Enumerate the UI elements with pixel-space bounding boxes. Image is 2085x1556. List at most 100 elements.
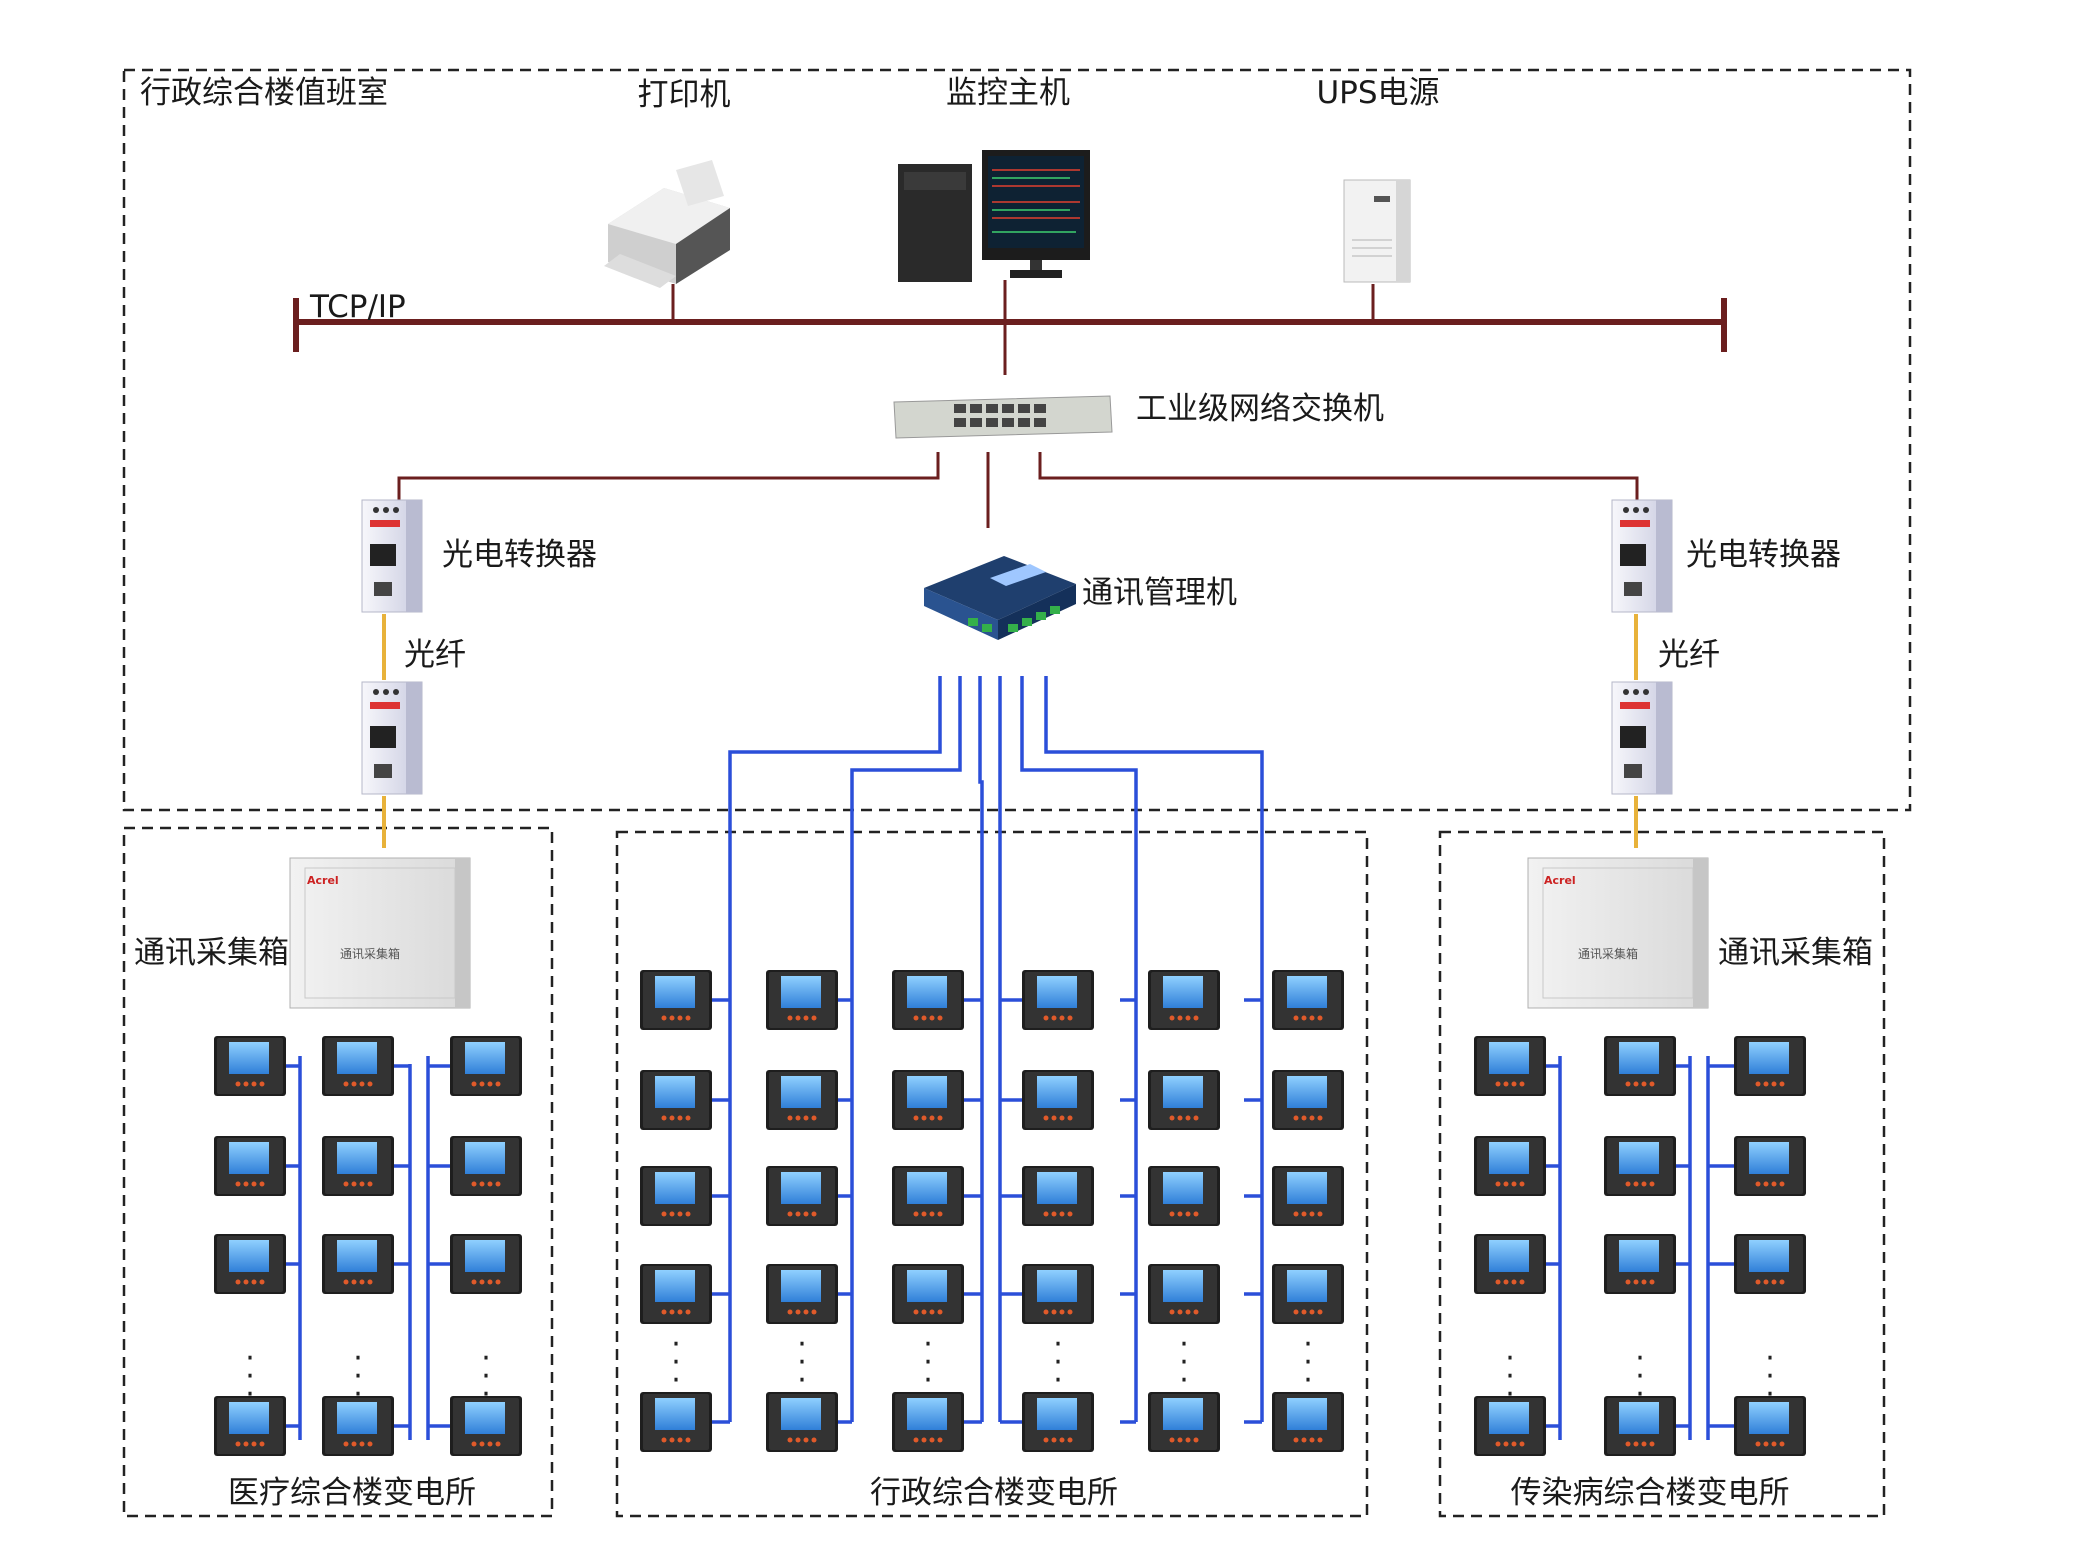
collect-box-left-label: 通讯采集箱 — [134, 935, 289, 971]
power-meter-icon — [766, 1166, 838, 1226]
printer-label: 打印机 — [637, 77, 731, 113]
power-meter-icon — [1604, 1234, 1676, 1294]
power-meter-icon — [1734, 1234, 1806, 1294]
bus-drops — [397, 280, 1639, 528]
converter-left-label: 光电转换器 — [442, 537, 597, 573]
ellipsis-dots: ··· — [1765, 1341, 1775, 1412]
box-face-text-right: 通讯采集箱 — [1578, 947, 1639, 961]
converter-right-label: 光电转换器 — [1686, 537, 1841, 573]
ellipsis-dots: ··· — [1635, 1341, 1645, 1412]
power-meter-icon — [450, 1234, 522, 1294]
rs485-wire — [978, 676, 984, 1422]
duty-room-title: 行政综合楼值班室 — [140, 75, 388, 111]
power-meter-icon — [450, 1036, 522, 1096]
ellipsis-dots: ··· — [1179, 1327, 1189, 1398]
network-switch-icon — [893, 395, 1113, 439]
tcpip-bus — [293, 298, 1727, 352]
power-meter-icon — [1474, 1036, 1546, 1096]
tcpip-label: TCP/IP — [310, 289, 406, 325]
switch-label: 工业级网络交换机 — [1136, 391, 1384, 427]
ellipsis-dots: ··· — [353, 1341, 363, 1412]
fiber-right-label: 光纤 — [1658, 637, 1720, 673]
ellipsis-dots: ··· — [671, 1327, 681, 1398]
power-meter-icon — [1022, 1392, 1094, 1452]
power-meter-icon — [1272, 1392, 1344, 1452]
rs485-wire — [1044, 676, 1264, 1422]
power-meter-icon — [1272, 970, 1344, 1030]
converter-right-bottom-icon — [1611, 681, 1673, 795]
brand-left: Acrel — [307, 874, 339, 887]
middle-substation-frame — [615, 830, 1369, 1518]
ellipsis-dots: ··· — [481, 1341, 491, 1412]
power-meter-icon — [1604, 1136, 1676, 1196]
power-meter-icon — [1022, 1264, 1094, 1324]
brand-right: Acrel — [1544, 874, 1576, 887]
converter-left-top-icon — [361, 499, 423, 613]
power-meter-icon — [214, 1234, 286, 1294]
power-meter-icon — [766, 1392, 838, 1452]
ellipsis-dots: ··· — [1303, 1327, 1313, 1398]
power-meter-icon — [892, 1070, 964, 1130]
comm-manager-label: 通讯管理机 — [1082, 575, 1237, 611]
meter-array — [214, 970, 1806, 1456]
substation-right-label: 传染病综合楼变电所 — [1510, 1475, 1790, 1511]
rs485-wire — [728, 676, 942, 1422]
right-substation-frame — [1438, 830, 1886, 1518]
power-meter-icon — [640, 1392, 712, 1452]
comm-manager-icon — [924, 556, 1076, 640]
power-meter-icon — [892, 970, 964, 1030]
power-meter-icon — [1604, 1036, 1676, 1096]
collect-box-right-label: 通讯采集箱 — [1718, 935, 1873, 971]
power-meter-icon — [1474, 1136, 1546, 1196]
power-meter-icon — [766, 970, 838, 1030]
power-meter-icon — [450, 1136, 522, 1196]
fiber-links — [382, 614, 1638, 848]
power-meter-icon — [1148, 1264, 1220, 1324]
power-meter-icon — [1734, 1036, 1806, 1096]
power-meter-icon — [1148, 1070, 1220, 1130]
power-meter-icon — [1148, 1166, 1220, 1226]
power-meter-icon — [1148, 970, 1220, 1030]
power-meter-icon — [892, 1392, 964, 1452]
power-meter-icon — [322, 1036, 394, 1096]
power-meter-icon — [766, 1264, 838, 1324]
power-meter-icon — [1022, 970, 1094, 1030]
monitor-host-label: 监控主机 — [946, 75, 1070, 111]
ellipsis-dots: ··· — [797, 1327, 807, 1398]
power-meter-icon — [892, 1264, 964, 1324]
power-meter-icon — [1022, 1166, 1094, 1226]
ellipsis-dots: ··· — [1505, 1341, 1515, 1412]
ellipsis-dots: ··· — [923, 1327, 933, 1398]
rs485-wiring — [286, 676, 1734, 1440]
rs485-wire — [850, 676, 962, 1422]
ellipsis-dots: ··· — [1053, 1327, 1063, 1398]
power-meter-icon — [322, 1136, 394, 1196]
power-meter-icon — [1734, 1136, 1806, 1196]
ups-icon — [1343, 179, 1411, 283]
power-meter-icon — [640, 970, 712, 1030]
power-meter-icon — [1474, 1234, 1546, 1294]
power-meter-icon — [640, 1070, 712, 1130]
power-meter-icon — [640, 1264, 712, 1324]
ups-label: UPS电源 — [1316, 75, 1440, 111]
power-meter-icon — [214, 1036, 286, 1096]
power-meter-icon — [1272, 1070, 1344, 1130]
power-meter-icon — [1022, 1070, 1094, 1130]
monitor-host-icon — [898, 150, 1090, 282]
converter-left-bottom-icon — [361, 681, 423, 795]
power-meter-icon — [1272, 1166, 1344, 1226]
fiber-left-label: 光纤 — [404, 637, 466, 673]
duty-room-frame — [122, 68, 1912, 812]
power-meter-icon — [214, 1136, 286, 1196]
power-meter-icon — [640, 1166, 712, 1226]
power-meter-icon — [322, 1234, 394, 1294]
substation-left-label: 医疗综合楼变电所 — [228, 1475, 476, 1511]
rs485-wire — [1020, 676, 1138, 1422]
power-meter-icon — [1148, 1392, 1220, 1452]
ellipsis-dots: ··· — [245, 1341, 255, 1412]
power-meter-icon — [892, 1166, 964, 1226]
box-face-text-left: 通讯采集箱 — [340, 947, 401, 961]
power-meter-icon — [1272, 1264, 1344, 1324]
power-meter-icon — [766, 1070, 838, 1130]
